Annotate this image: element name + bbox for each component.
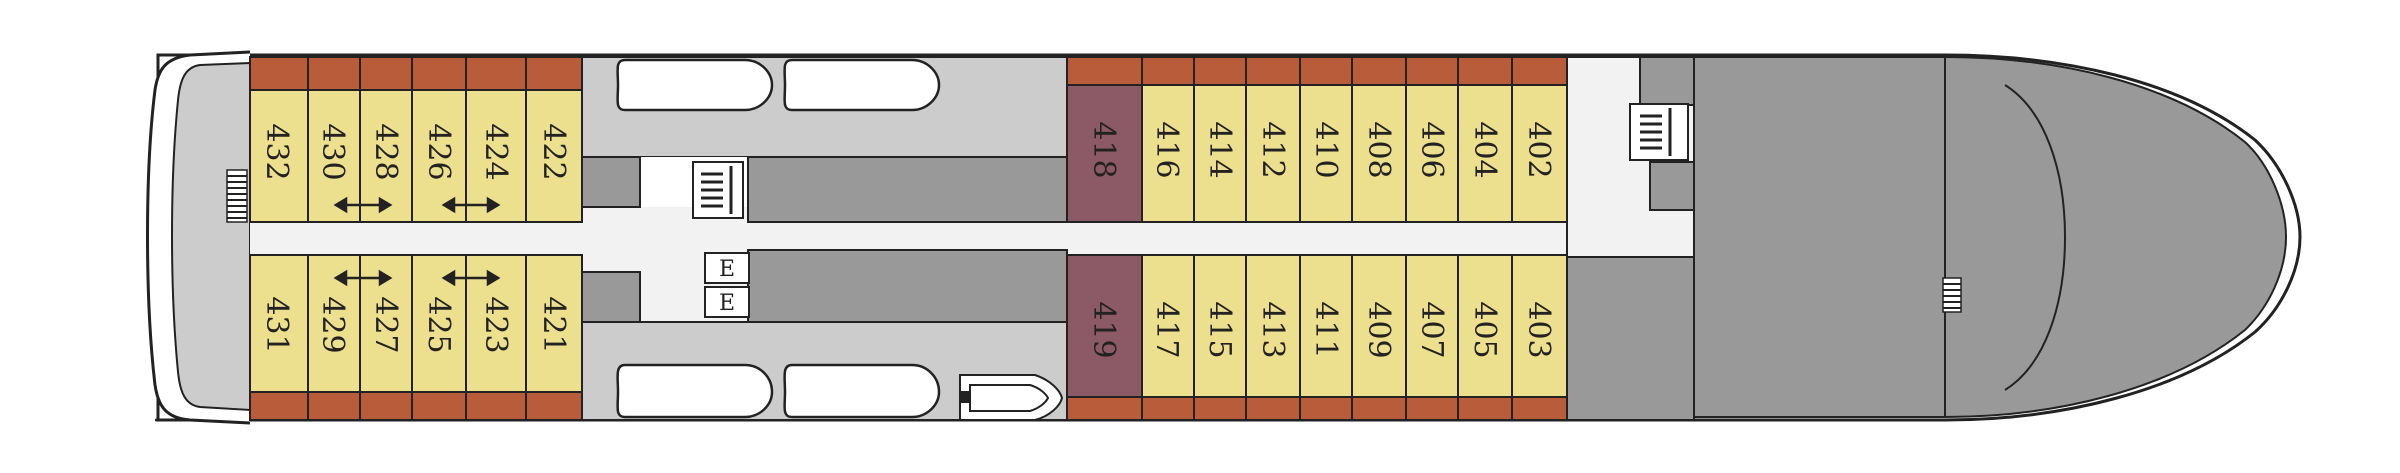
cabin-number: 408 [1361,121,1396,178]
cabin-426[interactable]: 426 [411,89,467,223]
cabin-number: 415 [1202,301,1237,358]
cabin-number: 414 [1202,121,1237,178]
cabin-410[interactable]: 410 [1299,84,1353,223]
cabin-number: 403 [1521,301,1556,358]
cabin-number: 425 [421,296,456,353]
stern-stair-icon [226,169,248,223]
cabin-number: 430 [315,123,350,180]
lifeboat-icon [616,58,941,419]
cabin-number: 419 [1086,301,1121,358]
cabin-418[interactable]: 418 [1066,84,1143,223]
cabin-number: 427 [368,296,403,353]
cabin-415[interactable]: 415 [1193,254,1247,398]
cabin-number: 409 [1361,301,1396,358]
balcony-419 [1066,396,1143,421]
cabin-414[interactable]: 414 [1193,84,1247,223]
cabin-number: 413 [1255,301,1290,358]
bow-deck [1693,56,2288,418]
cabin-428[interactable]: 428 [359,89,413,223]
cabin-number: 402 [1521,121,1556,178]
cabin-409[interactable]: 409 [1351,254,1407,398]
cabin-number: 428 [368,123,403,180]
cabin-402[interactable]: 402 [1511,84,1568,223]
forward-service-area [1566,56,1695,421]
cabin-404[interactable]: 404 [1457,84,1513,223]
elevator-1[interactable]: E [704,252,750,284]
bow-vent-icon [1942,277,1962,313]
cabin-number: 431 [259,296,294,353]
cabin-number: 404 [1467,121,1502,178]
balcony-418 [1066,56,1143,86]
cabin-number: 410 [1308,121,1343,178]
cabin-number: 418 [1086,121,1121,178]
cabin-422[interactable]: 422 [525,89,583,223]
cabin-number: 412 [1255,121,1290,178]
elevator-label: E [719,257,735,282]
cabin-430[interactable]: 430 [307,89,361,223]
elevator-2[interactable]: E [704,286,750,318]
cabin-424[interactable]: 424 [465,89,527,223]
tender-boat-icon [959,374,1064,421]
cabin-number: 424 [478,123,513,180]
cabin-411[interactable]: 411 [1299,254,1353,398]
cabin-number: 406 [1414,121,1449,178]
cabin-number: 423 [478,296,513,353]
elevator-label: E [719,291,735,316]
cabin-number: 422 [536,123,571,180]
cabin-number: 426 [421,123,456,180]
forward-stair-icon [1629,103,1689,161]
cabin-417[interactable]: 417 [1141,254,1195,398]
balconies-bottom-aft [249,391,583,421]
cabin-number: 405 [1467,301,1502,358]
cabin-413[interactable]: 413 [1245,254,1301,398]
central-stair-icon [692,161,744,219]
stern-deck [171,61,251,412]
cabin-number: 429 [315,296,350,353]
balconies-top-fwd [1141,56,1568,86]
cabin-number: 411 [1308,301,1343,358]
cabin-419[interactable]: 419 [1066,254,1143,398]
cabin-406[interactable]: 406 [1405,84,1459,223]
cabin-number: 421 [536,296,571,353]
cabin-408[interactable]: 408 [1351,84,1407,223]
cabin-403[interactable]: 403 [1511,254,1568,398]
cabin-number: 417 [1149,301,1184,358]
cabin-421[interactable]: 421 [525,254,583,393]
bow-arc [2004,84,2067,391]
cabin-431[interactable]: 431 [249,254,309,393]
cabin-416[interactable]: 416 [1141,84,1195,223]
cabin-425[interactable]: 425 [411,254,467,393]
balconies-bottom-fwd [1141,396,1568,421]
cabin-405[interactable]: 405 [1457,254,1513,398]
cabin-number: 432 [259,123,294,180]
cabin-429[interactable]: 429 [307,254,361,393]
connecting-arrow-icon [333,196,501,287]
cabin-number: 407 [1414,301,1449,358]
cabin-407[interactable]: 407 [1405,254,1459,398]
balconies-top-aft [249,56,583,91]
cabin-412[interactable]: 412 [1245,84,1301,223]
cabin-number: 416 [1149,121,1184,178]
cabin-432[interactable]: 432 [249,89,309,223]
